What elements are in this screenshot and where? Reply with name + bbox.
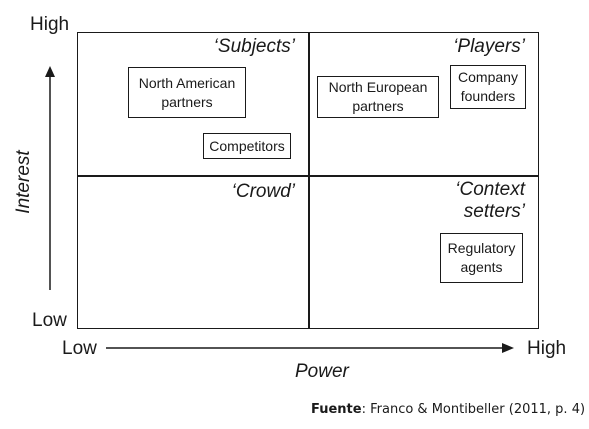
- quadrant-players-label: ‘Players’: [453, 36, 525, 57]
- x-axis-low-label: Low: [62, 338, 97, 359]
- x-axis-arrow: [106, 343, 514, 353]
- stakeholder-competitors: Competitors: [203, 133, 291, 159]
- quadrant-crowd-label: ‘Crowd’: [231, 181, 295, 202]
- stakeholder-north-european-partners: North European partners: [317, 76, 439, 118]
- quadrant-subjects-label: ‘Subjects’: [213, 36, 295, 57]
- quadrant-context-setters-label: ‘Context setters’: [380, 179, 525, 223]
- stakeholder-company-founders: Company founders: [450, 65, 526, 109]
- quadrant-context-setters-line1: ‘Context: [455, 179, 525, 200]
- stakeholder-north-american-partners: North American partners: [128, 67, 246, 118]
- source-citation: Fuente: Franco & Montibeller (2011, p. 4…: [311, 402, 585, 417]
- y-axis-low-label: Low: [32, 310, 67, 331]
- y-axis-arrow: [45, 66, 55, 290]
- stakeholder-regulatory-agents: Regulatory agents: [440, 233, 523, 283]
- source-text: : Franco & Montibeller (2011, p. 4): [361, 402, 586, 417]
- quadrant-context-setters-line2: setters’: [463, 201, 525, 222]
- x-axis-high-label: High: [527, 338, 567, 359]
- matrix-vertical-divider: [308, 32, 310, 329]
- y-axis-high-label: High: [30, 14, 70, 35]
- x-axis-title: Power: [295, 361, 349, 382]
- y-axis-title: Interest: [13, 150, 34, 214]
- source-label: Fuente: [311, 402, 362, 417]
- matrix-horizontal-divider: [77, 175, 539, 177]
